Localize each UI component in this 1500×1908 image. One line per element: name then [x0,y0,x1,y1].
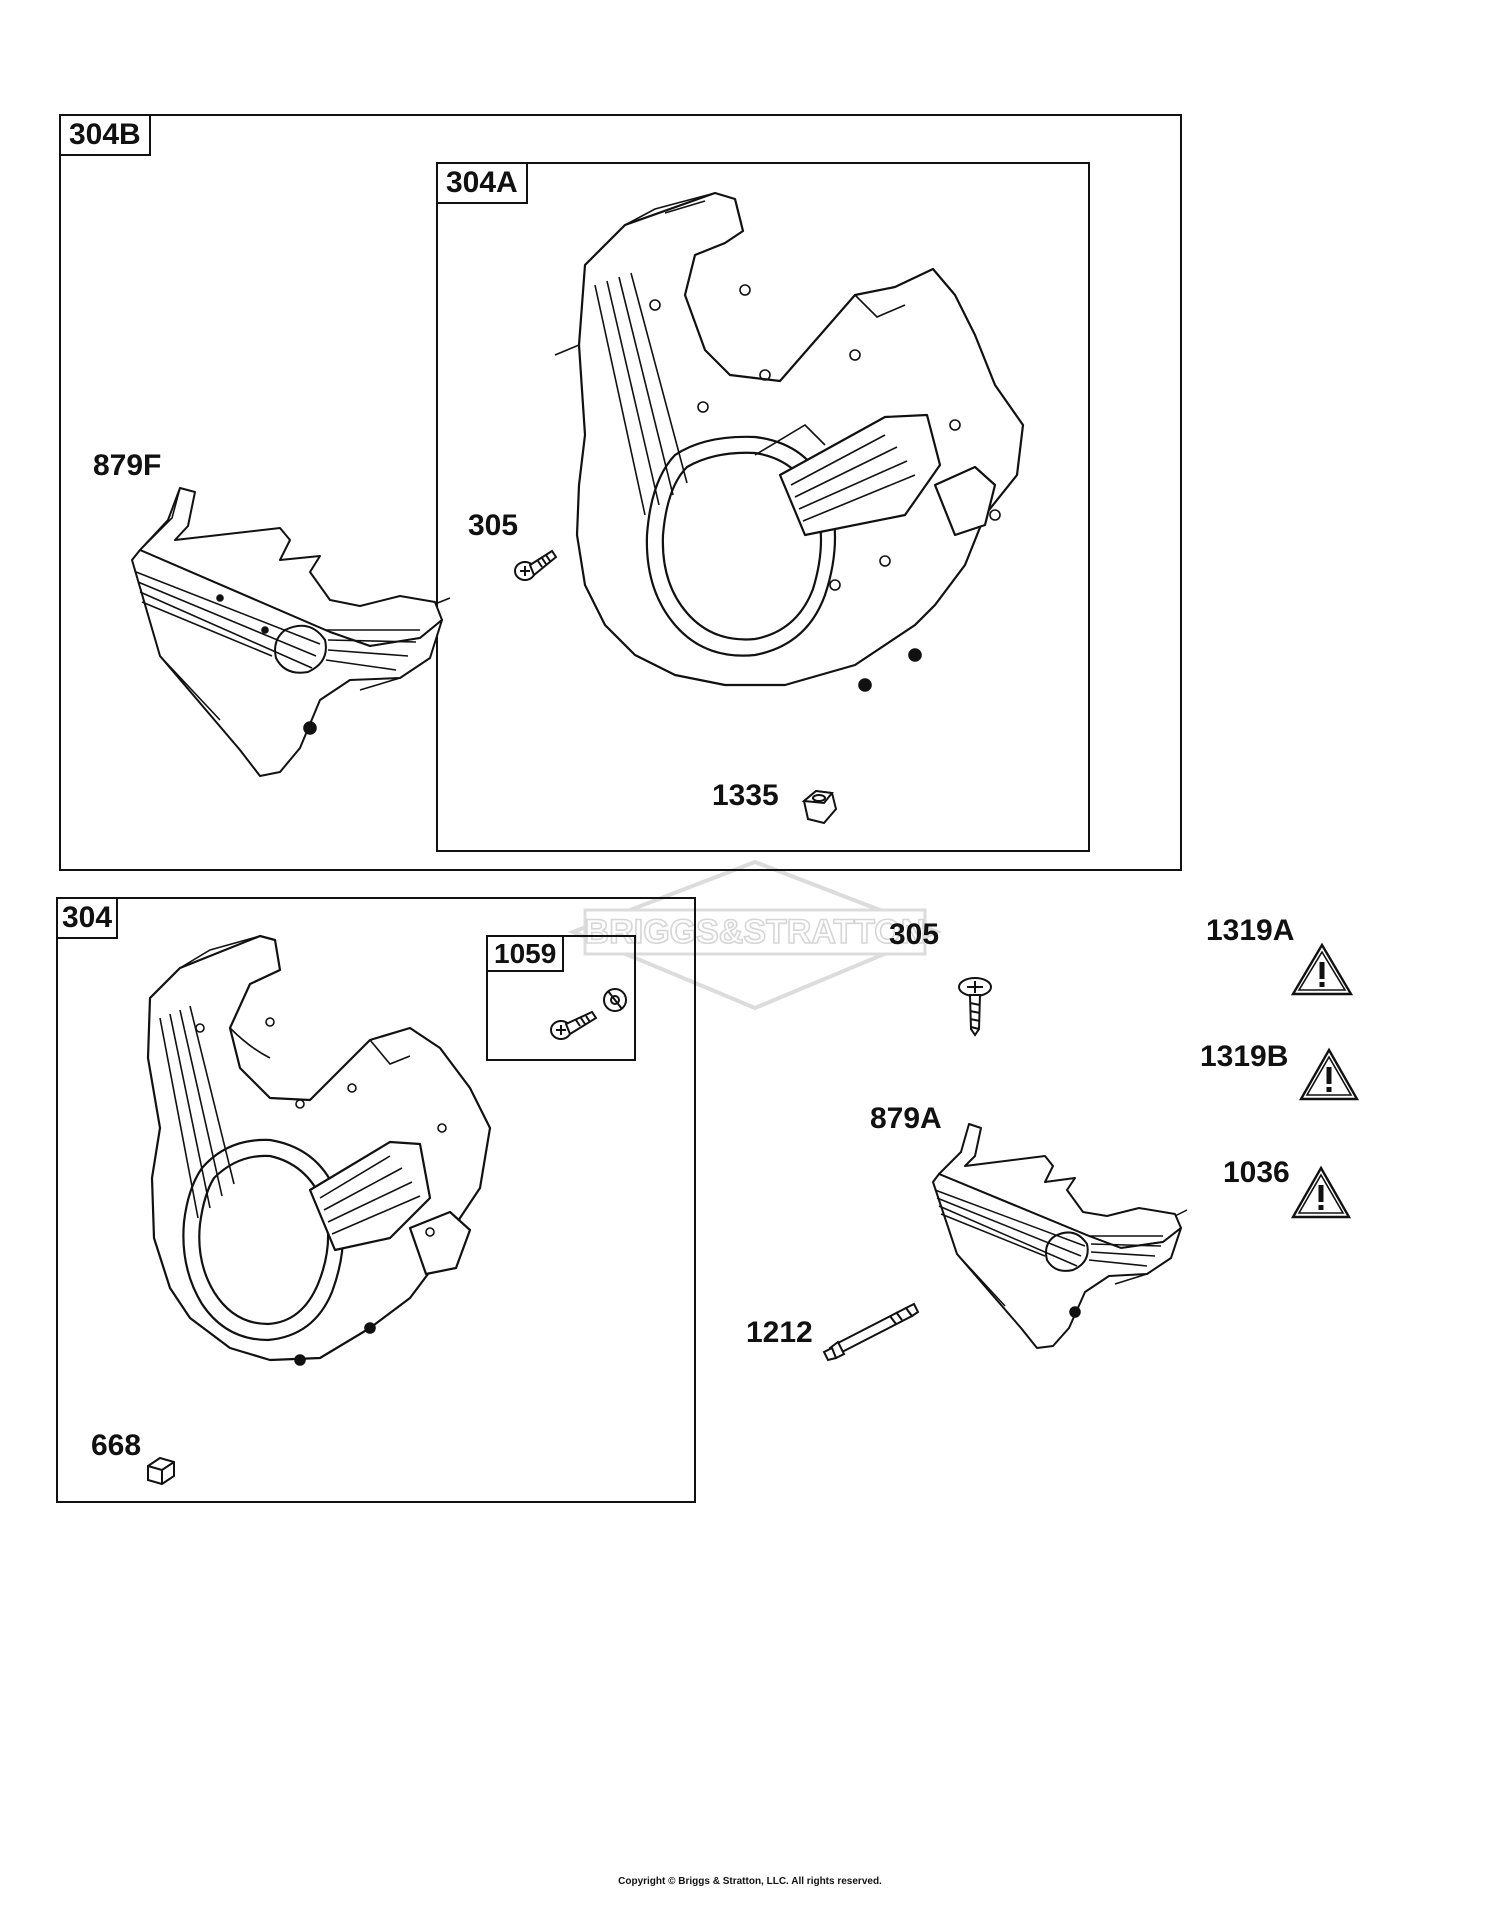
group-box-304: 304 [56,897,696,1503]
callout-1335: 1335 [712,779,779,812]
screw-305-top-icon [514,549,558,581]
warning-triangle-1036-icon [1290,1165,1352,1219]
callout-1036: 1036 [1223,1156,1290,1189]
warning-triangle-1319b-icon [1298,1047,1360,1101]
cover-879f-icon [131,487,451,777]
callout-1319b: 1319B [1200,1040,1289,1073]
warning-triangle-1319a-icon [1290,942,1354,996]
callout-668: 668 [91,1429,142,1462]
callout-879a: 879A [870,1102,942,1135]
callout-305-right: 305 [889,918,940,951]
group-label-304b: 304B [59,114,151,156]
group-label-304a: 304A [436,162,528,204]
nut-668-icon [147,1456,175,1486]
screw-305-right-icon [958,977,992,1037]
group-box-304a: 304A [436,162,1090,852]
cover-879a-icon [932,1123,1188,1349]
stud-1212-icon [822,1302,920,1362]
callout-1319a: 1319A [1206,914,1295,947]
callout-305-top: 305 [468,509,519,542]
blower-housing-304a-icon [554,191,1025,692]
blower-housing-304-icon [146,934,492,1366]
group-box-304b: 304B [59,114,1182,871]
callout-879f: 879F [93,449,162,482]
group-box-1059: 1059 [486,935,636,1061]
nut-1335-icon [801,789,838,825]
group-label-1059: 1059 [486,935,565,973]
group-label-304: 304 [56,897,119,939]
callout-1212: 1212 [746,1316,813,1349]
screw-1059-icon [550,1010,598,1040]
washer-1059-icon [603,988,627,1012]
copyright-notice: Copyright © Briggs & Stratton, LLC. All … [618,1876,882,1887]
